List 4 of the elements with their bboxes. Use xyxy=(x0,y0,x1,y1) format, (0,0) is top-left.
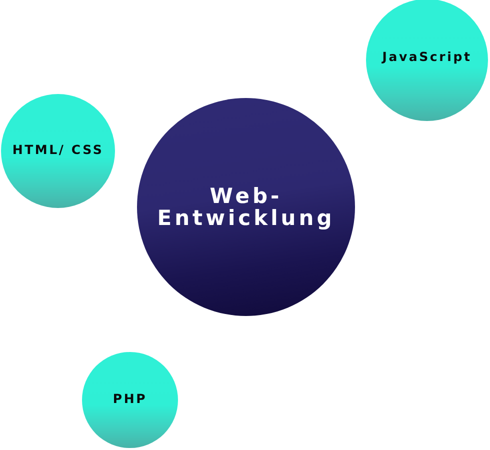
node-label: Web-Entwicklung xyxy=(156,184,336,230)
node-label: HTML/ CSS xyxy=(12,143,104,157)
node-label: PHP xyxy=(112,392,148,406)
node-label: JavaScript xyxy=(382,50,472,64)
